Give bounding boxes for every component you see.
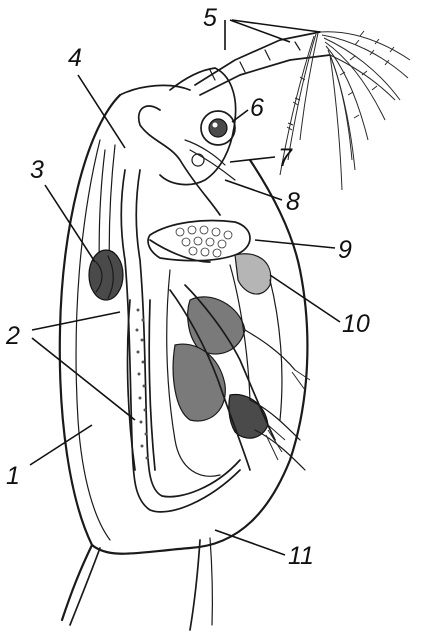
label-11: 11: [288, 542, 314, 570]
ovary: [128, 300, 155, 470]
label-2: 2: [5, 322, 20, 350]
label-6: 6: [250, 94, 264, 122]
label-1: 1: [6, 462, 20, 490]
label-8: 8: [286, 188, 300, 216]
leader-lines: [30, 20, 340, 555]
label-3: 3: [30, 156, 44, 184]
label-9: 9: [338, 236, 352, 264]
thoracic-legs: [170, 254, 310, 470]
label-10: 10: [342, 310, 370, 338]
antennae: [195, 31, 410, 190]
label-5: 5: [203, 4, 217, 32]
heart: [89, 250, 123, 300]
label-7: 7: [278, 144, 293, 172]
label-4: 4: [68, 44, 82, 72]
